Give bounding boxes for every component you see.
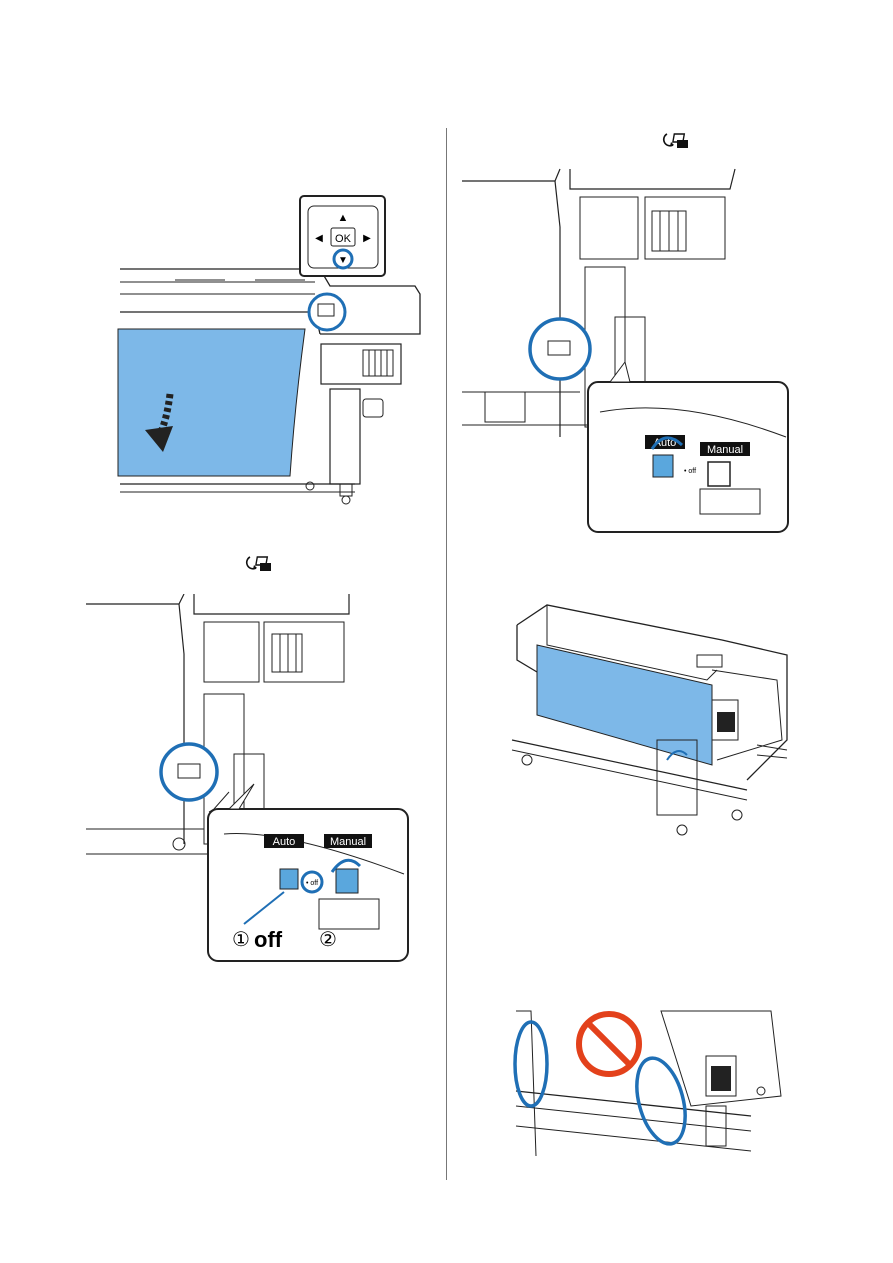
figure-printer-overview [507,600,797,840]
callout-2-number: ② [319,929,337,951]
takeup-direction-icon-2 [244,553,274,577]
manual-label: Manual [330,836,366,848]
off-position-label-2: • off [684,468,696,475]
auto-label: Auto [273,836,296,848]
down-arrow-label: ▼ [338,255,348,266]
figure-media-feed: ▲ ◀ ▶ OK ▼ [115,194,430,510]
off-position-label: • off [306,880,318,887]
ok-button-label: OK [335,233,352,245]
column-divider [446,128,447,1180]
callout-1-number: ① [232,929,250,951]
figure-switch-off: Auto Manual • off ① off ② [84,594,410,964]
up-arrow-label: ▲ [338,212,349,224]
callout-1-text: off [254,927,283,952]
figure-prohibited-handling [511,1006,796,1160]
takeup-direction-icon [661,130,691,154]
right-arrow-label: ▶ [363,233,371,244]
figure-switch-manual: Auto Manual • off [460,167,790,535]
manual-label-2: Manual [707,444,743,456]
left-arrow-label: ◀ [315,233,323,244]
